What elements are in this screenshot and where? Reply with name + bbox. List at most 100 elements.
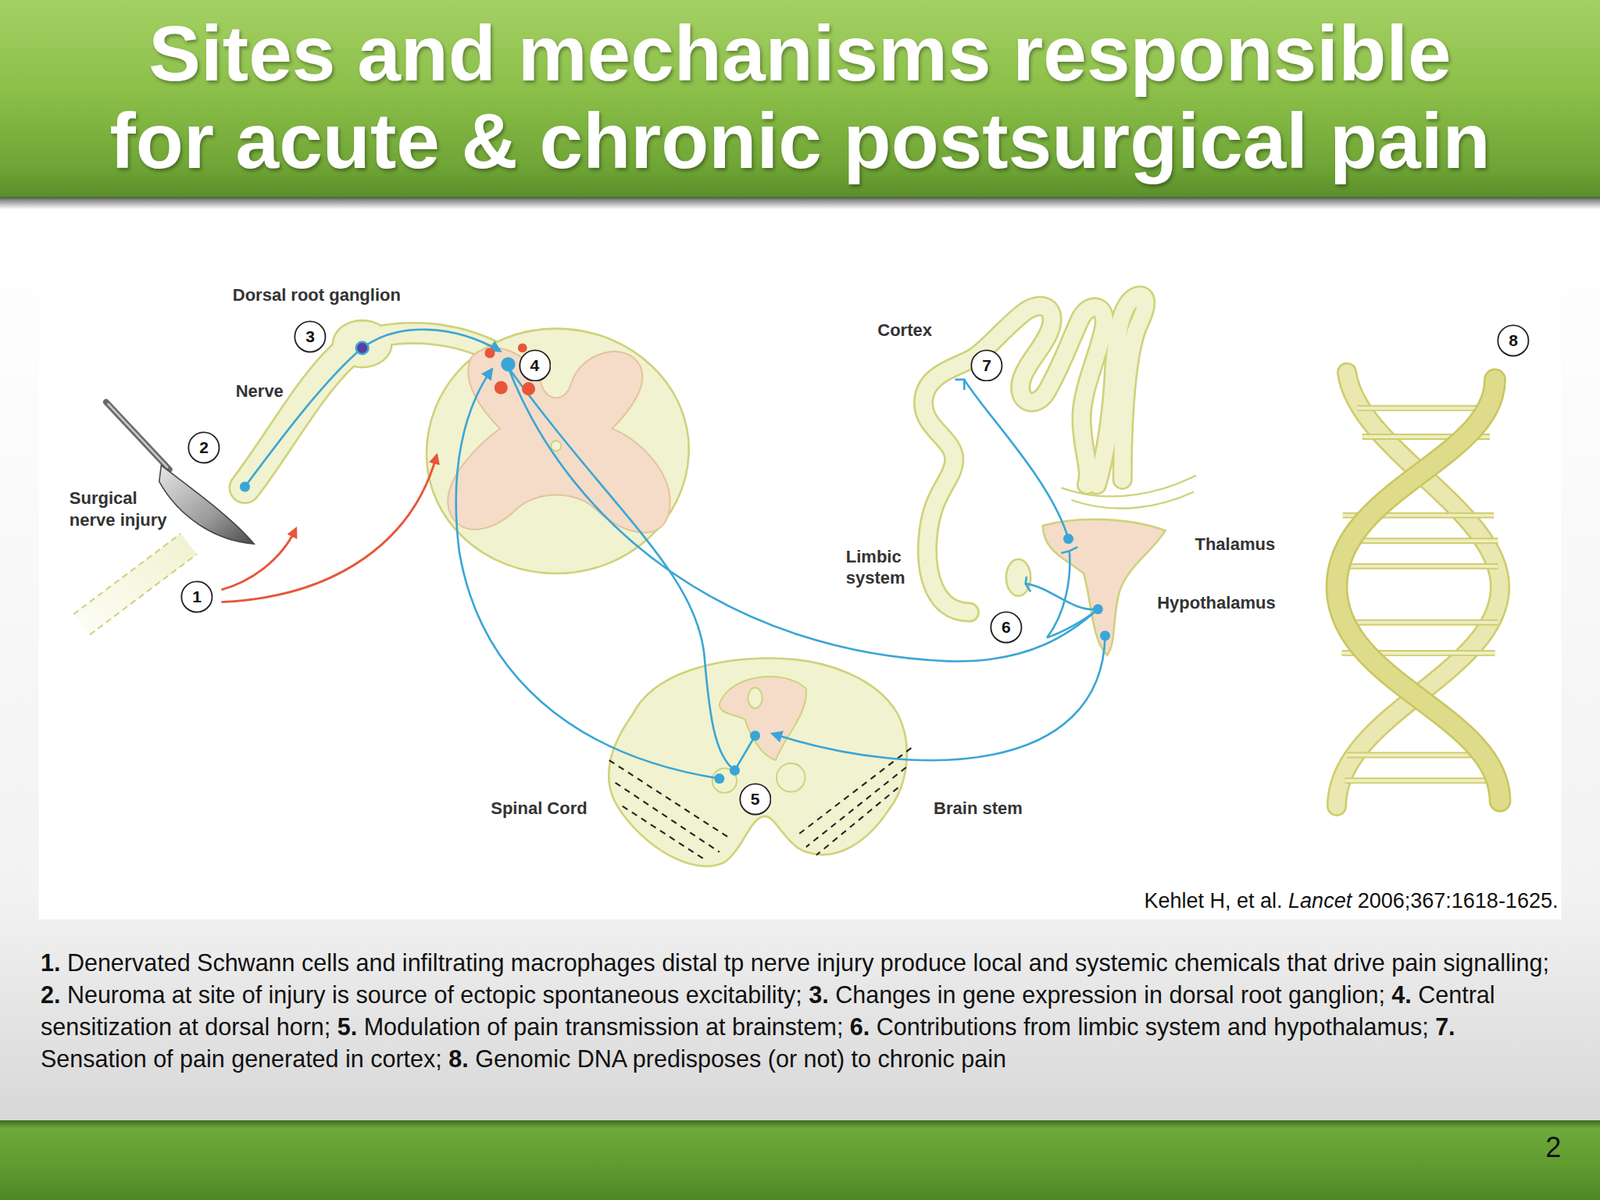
dna-helix: [1336, 372, 1500, 807]
cortex: [1006, 559, 1031, 597]
caption-number: 5.: [337, 1013, 358, 1040]
sensitized-cell: [484, 347, 495, 358]
caption-number: 2.: [40, 981, 61, 1008]
callout-number-text: 2: [187, 431, 221, 465]
sensitized-cell: [517, 343, 528, 354]
image-panel: [39, 287, 1562, 919]
cortex: [923, 295, 1197, 612]
part-label: Cortex: [877, 319, 933, 342]
part-label: Spinal Cord: [490, 797, 587, 820]
header-shadow: [0, 196, 1600, 210]
severed-nerve: [73, 533, 197, 635]
part-label: Surgical nerve injury: [69, 487, 184, 531]
callout-number-text: 7: [970, 349, 1004, 383]
neuron-dot: [1063, 533, 1074, 544]
callout-number-text: 1: [180, 580, 214, 614]
severed-nerve: [81, 543, 189, 625]
citation: 2006;367:1618-1625.: [1357, 889, 1559, 914]
page-number: 2: [1545, 1131, 1561, 1165]
spinal-cord-section: [426, 328, 690, 574]
severed-nerve: [89, 553, 197, 635]
neural-pathway: [955, 379, 965, 390]
dna-helix: [1336, 372, 1500, 807]
brainstem-section: [609, 760, 731, 860]
citation-line: Kehlet H, et al.Lancet2006;367:1618-1625…: [1143, 889, 1558, 914]
caption-number: 4.: [1391, 981, 1411, 1008]
figure-caption: 1. Denervated Schwann cells and infiltra…: [40, 946, 1563, 1075]
neural-pathway: [1046, 609, 1098, 639]
neuron-dot: [239, 481, 250, 492]
citation: Kehlet H, et al.: [1143, 889, 1283, 914]
caption-number: 7.: [1435, 1013, 1455, 1040]
part-label: Nerve: [235, 380, 284, 403]
part-label: Brain stem: [933, 797, 1023, 820]
brainstem-section: [797, 747, 911, 855]
callout-number: 4: [518, 349, 552, 383]
scalpel: [107, 403, 168, 468]
chemical-signal-arrow: [221, 455, 437, 603]
severed-nerve: [73, 533, 181, 615]
dna-helix: [1336, 379, 1500, 801]
neural-pathway: [1025, 576, 1032, 593]
dna-helix: [1336, 379, 1500, 801]
part-label: Hypothalamus: [1157, 592, 1276, 615]
callout-number-text: 5: [739, 782, 772, 816]
callout-number-text: 4: [518, 349, 552, 383]
neuron-dot: [729, 765, 740, 776]
brainstem-section: [776, 763, 806, 793]
thalamus: [1042, 519, 1166, 656]
neural-pathway: [964, 379, 1068, 540]
neural-pathway: [1060, 546, 1078, 554]
callout-number: 7: [970, 349, 1004, 383]
callout-number: 1: [180, 580, 214, 614]
chemical-signal-arrow: [221, 528, 296, 590]
scalpel: [106, 402, 170, 470]
callout-number-text: 6: [989, 610, 1023, 644]
neuron-dot: [239, 342, 1111, 785]
sensitized-cell: [494, 381, 508, 395]
neuron-dot: [750, 730, 761, 741]
callout-number-text: 8: [1496, 324, 1530, 358]
caption-number: 8.: [448, 1045, 468, 1072]
spinal-cord-section: [426, 328, 690, 574]
callout-number-text: 3: [293, 320, 327, 354]
part-label: Limbic system: [846, 546, 922, 590]
slide-title: Sites and mechanisms responsible for acu…: [96, 9, 1504, 185]
neural-pathway: [1046, 550, 1070, 638]
neural-pathway: [362, 329, 500, 352]
cortex: [1060, 475, 1196, 497]
neuron-dot: [1100, 630, 1111, 641]
caption-number: 1.: [40, 949, 61, 976]
neuron-dot: [500, 357, 515, 372]
brainstem-section: [608, 657, 911, 866]
caption-number: 6.: [850, 1013, 870, 1040]
neuron-dot: [1092, 603, 1104, 615]
sensitized-cell: [521, 382, 536, 396]
callout-number: 8: [1496, 324, 1530, 358]
neuron-dot: [714, 773, 725, 784]
callout-number: 2: [187, 431, 221, 465]
neural-pathway: [507, 367, 735, 771]
neural-pathway: [1025, 583, 1099, 610]
footer-band: [0, 1120, 1600, 1200]
neuron-dot: [356, 342, 369, 355]
cortex: [1096, 295, 1146, 485]
neural-pathway: [244, 329, 1105, 779]
dna-helix: [1336, 372, 1500, 807]
neural-pathway: [507, 367, 1098, 661]
chemical-signal-arrow: [221, 455, 437, 603]
neural-pathway: [244, 347, 362, 487]
brainstem-section: [719, 676, 807, 761]
spinal-cord-section: [550, 440, 561, 451]
part-label: Dorsal root ganglion: [232, 284, 401, 307]
citation-journal: Lancet: [1288, 889, 1352, 914]
cortex: [1071, 492, 1194, 509]
caption-number: 3.: [808, 981, 829, 1008]
spinal-cord-section: [447, 347, 670, 533]
peripheral-nerve: [333, 321, 391, 366]
neural-pathway: [772, 635, 1106, 761]
neural-pathway: [734, 735, 755, 771]
callout-number: 3: [293, 320, 327, 354]
thalamus: [1042, 519, 1166, 656]
